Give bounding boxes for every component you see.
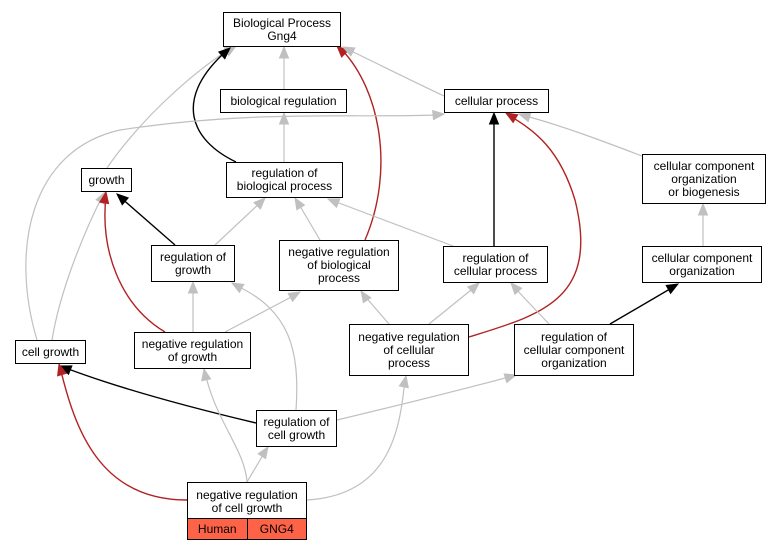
edge-negcellgrowth-to-regcellgrowth <box>246 445 269 483</box>
arrowhead <box>665 283 680 295</box>
node-growth[interactable]: growth <box>81 168 132 192</box>
edge-ccorgbio-to-cellproc <box>517 112 643 157</box>
node-label: biological regulation <box>230 93 337 108</box>
arrowhead <box>326 198 341 209</box>
arrowhead <box>341 46 356 57</box>
node-negative-regulation-of-cellular-process[interactable]: negative regulation of cellular process <box>349 324 469 376</box>
node-negative-regulation-of-biological-process[interactable]: negative regulation of biological proces… <box>279 240 399 291</box>
node-label: cellular process <box>454 93 539 108</box>
node-negative-regulation-of-growth[interactable]: negative regulation of growth <box>134 332 251 369</box>
edge-neggrowth-to-growth <box>98 190 166 333</box>
node-cellular-component-organization[interactable]: cellular component organization <box>642 246 762 283</box>
node-label: Biological Process Gng4 <box>232 15 332 43</box>
node-regulation-of-growth[interactable]: regulation of growth <box>151 245 235 282</box>
node-cellular-process[interactable]: cellular process <box>444 89 549 113</box>
arrowhead <box>504 112 519 124</box>
node-cell-growth[interactable]: cell growth <box>15 340 86 364</box>
node-label: growth <box>88 172 125 187</box>
edge-neg-reg-bio-to-root <box>336 45 382 241</box>
node-label: negative regulation of cellular process <box>358 329 460 370</box>
node-label: cellular component organization <box>651 250 753 278</box>
node-label: regulation of growth <box>159 249 227 277</box>
node-regulation-of-cellular-process[interactable]: regulation of cellular process <box>443 246 548 283</box>
node-label: regulation of cellular process <box>453 250 538 278</box>
edge-regcellgrowth-to-regccorg <box>336 373 518 421</box>
edge-regcellproc-to-cellproc <box>488 111 500 246</box>
arrowhead <box>336 45 349 58</box>
edge-reggrowth-to-growth <box>116 193 176 246</box>
annotation-tags: Human GNG4 <box>188 518 306 539</box>
arrowhead <box>217 47 231 60</box>
node-label: negative regulation of biological proces… <box>288 245 390 285</box>
edge-reggrowth-to-regbio <box>214 197 266 246</box>
arrowhead <box>98 190 110 205</box>
node-label: cellular component organization or bioge… <box>653 158 755 199</box>
edge-cellproc-to-root <box>341 46 445 97</box>
node-label: cell growth <box>21 344 80 359</box>
edge-regccorg-to-ccorg <box>609 283 680 325</box>
edge-negcellproc-to-cellproc <box>468 112 582 338</box>
arrowhead <box>201 367 212 382</box>
arrowhead <box>488 111 500 125</box>
arrowhead <box>116 193 130 206</box>
node-regulation-of-biological-process[interactable]: regulation of biological process <box>226 162 343 198</box>
arrowhead <box>517 112 532 123</box>
node-label: regulation of cellular component organiz… <box>523 329 625 370</box>
edge-negcellgrowth-to-negcellproc <box>306 374 409 501</box>
arrowhead <box>398 374 409 389</box>
edge-negregbio-to-regbio <box>294 196 321 241</box>
arrowhead <box>287 291 302 303</box>
arrowhead <box>510 282 523 296</box>
arrowhead <box>294 196 306 211</box>
arrowhead <box>503 373 518 384</box>
arrowhead <box>257 445 269 460</box>
arrowhead <box>278 45 290 59</box>
node-label: regulation of biological process <box>236 166 333 193</box>
tag-gene[interactable]: GNG4 <box>246 519 306 539</box>
node-biological-process-root[interactable]: Biological Process Gng4 <box>223 12 341 47</box>
edge-negcellproc-to-negregbio <box>360 289 390 325</box>
arrowhead <box>187 280 199 294</box>
edge-ccorg-to-ccorgbio <box>697 202 709 246</box>
edge-regcellproc-to-regbio <box>326 198 454 247</box>
node-regulation-of-cellular-component-organization[interactable]: regulation of cellular component organiz… <box>514 324 634 376</box>
edge-regcellgrowth-to-reggrowth <box>230 282 298 411</box>
arrowhead <box>697 202 709 216</box>
node-label: negative regulation of cell growth <box>196 487 298 515</box>
edge-reg-bio-to-root <box>192 47 237 163</box>
edges <box>25 45 709 501</box>
node-negative-regulation-of-cell-growth[interactable]: negative regulation of cell growth Human… <box>187 482 307 540</box>
edge-negcellproc-to-regcellproc <box>428 282 480 325</box>
edge-neggrowth-to-reggrowth <box>187 280 199 332</box>
edge-regcellgrowth-to-cellgrowth <box>58 365 257 424</box>
arrowhead <box>278 111 290 125</box>
node-regulation-of-cell-growth[interactable]: regulation of cell growth <box>256 410 337 447</box>
arrowhead <box>360 289 372 304</box>
edge-cellgrowth-to-growth <box>51 190 106 341</box>
edge-negcellgrowth-to-neggrowth <box>201 367 248 483</box>
arrowhead <box>432 109 446 121</box>
edge-bioreg-to-root <box>278 45 290 89</box>
node-biological-regulation[interactable]: biological regulation <box>220 89 347 113</box>
node-label: regulation of cell growth <box>263 414 330 442</box>
edge-regccorg-to-regcellproc <box>510 282 550 325</box>
edge-neggrowth-to-negregbio <box>224 291 302 333</box>
node-cellular-component-organization-or-biogenesis[interactable]: cellular component organization or bioge… <box>642 154 766 204</box>
edge-regbio-to-bioreg <box>278 111 290 162</box>
arrowhead <box>253 197 266 210</box>
arrowhead <box>57 362 68 377</box>
arrowhead <box>466 282 480 295</box>
edge-cellgrowth-to-cellproc <box>25 109 446 341</box>
edge-negcellgrowth-to-cellgrowth <box>57 362 188 501</box>
tag-species[interactable]: Human <box>188 519 247 539</box>
node-label: negative regulation of growth <box>141 336 244 364</box>
arrowhead <box>230 282 245 294</box>
